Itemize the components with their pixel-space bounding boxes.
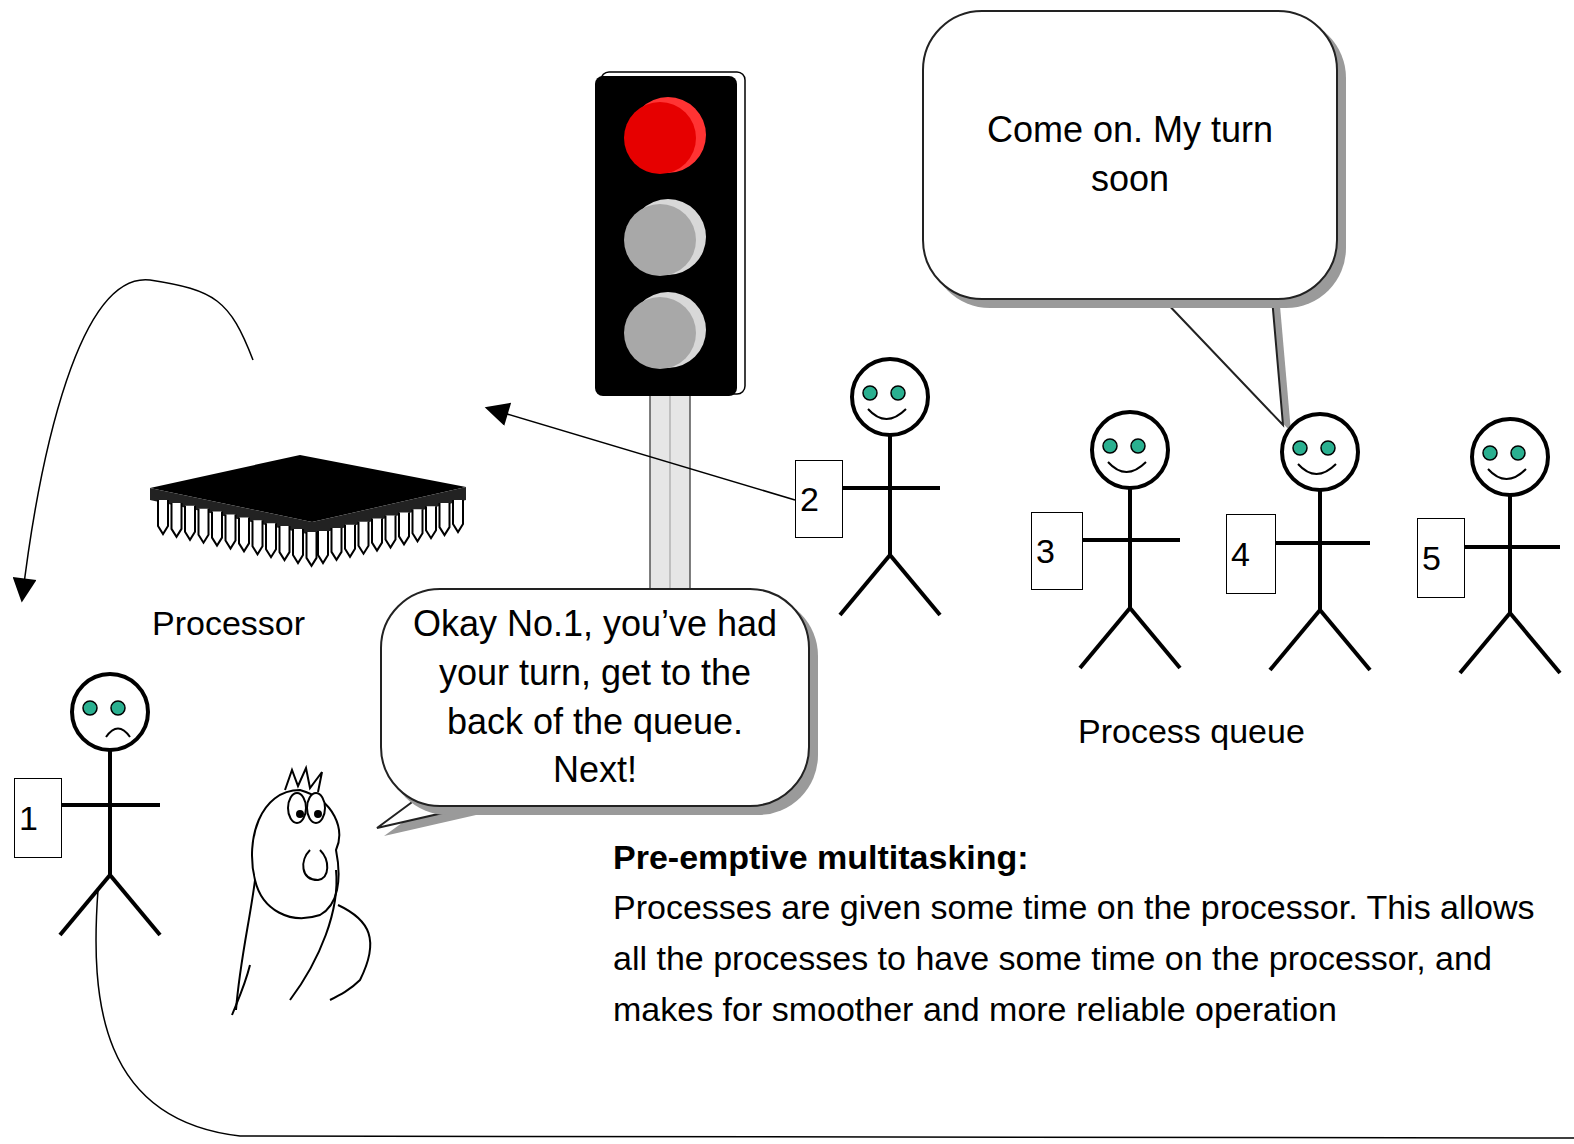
speech-bubble: Come on. My turn soon xyxy=(922,10,1338,300)
speech-text: Come on. My turn soon xyxy=(954,106,1306,203)
speech-bubble: Okay No.1, you’ve had your turn, get to … xyxy=(380,588,810,807)
return-arrow xyxy=(22,280,253,600)
card-number: 4 xyxy=(1231,535,1250,574)
speech-text: Okay No.1, you’ve had your turn, get to … xyxy=(412,600,778,794)
card-number: 5 xyxy=(1422,539,1441,578)
number-card: 5 xyxy=(1417,518,1465,598)
note-text: Processes are given some time on the pro… xyxy=(613,882,1565,1035)
number-card: 3 xyxy=(1031,512,1083,590)
processor-chip xyxy=(150,455,466,566)
card-number: 2 xyxy=(800,480,819,519)
bubble-tail xyxy=(1162,298,1283,425)
to-processor-arrow xyxy=(487,408,795,500)
group-label: Process queue xyxy=(1078,706,1398,757)
stick-figures xyxy=(60,359,1560,935)
number-card: 4 xyxy=(1226,514,1276,594)
traffic-light xyxy=(595,72,745,610)
part-label: Processor xyxy=(152,598,372,649)
card-number: 3 xyxy=(1036,532,1055,571)
operator-figure xyxy=(232,768,370,1015)
card-number: 1 xyxy=(19,799,38,838)
note-heading: Pre-emptive multitasking: xyxy=(613,832,1133,883)
number-card: 2 xyxy=(795,460,843,538)
number-card: 1 xyxy=(14,778,62,858)
